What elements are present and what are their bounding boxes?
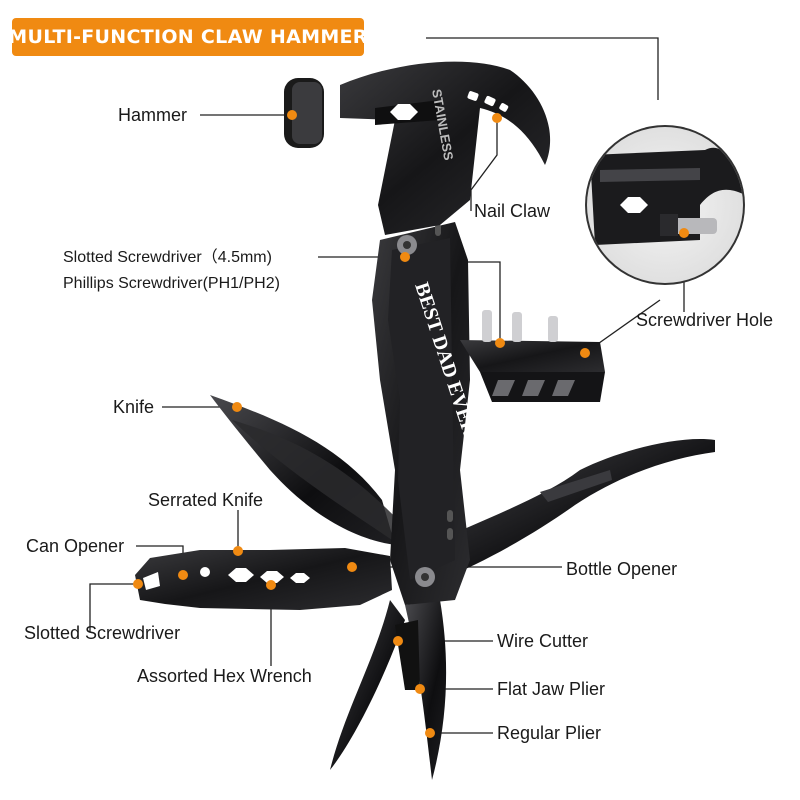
label-bottle-opener: Bottle Opener bbox=[566, 559, 678, 579]
label-serrated-knife: Serrated Knife bbox=[148, 490, 264, 510]
label-phillips-screwdriver: Phillips Screwdriver(PH1/PH2) bbox=[63, 275, 280, 292]
label-screwdriver-hole: Screwdriver Hole bbox=[636, 310, 774, 330]
label-slotted-screwdriver-bit: Slotted Screwdriver（4.5mm) bbox=[63, 249, 272, 266]
label-flat-jaw-plier: Flat Jaw Plier bbox=[497, 679, 606, 699]
callout-dots bbox=[133, 110, 689, 738]
zoom-inset bbox=[585, 125, 745, 285]
label-assorted-hex-wrench: Assorted Hex Wrench bbox=[137, 666, 312, 686]
label-nail-claw: Nail Claw bbox=[474, 201, 551, 221]
label-hammer: Hammer bbox=[118, 105, 188, 125]
plier-jaw-left bbox=[330, 600, 405, 770]
hex-hole bbox=[390, 104, 418, 120]
bit-holder bbox=[460, 310, 605, 402]
label-knife: Knife bbox=[113, 397, 155, 417]
page-title: MULTI-FUNCTION CLAW HAMMER bbox=[8, 26, 368, 48]
plier-handle-arm bbox=[430, 439, 715, 580]
handle-slots bbox=[435, 224, 453, 540]
label-wire-cutter: Wire Cutter bbox=[497, 631, 589, 651]
hammer-head bbox=[340, 61, 551, 235]
claw-slots bbox=[467, 91, 509, 112]
hex-cutouts bbox=[143, 567, 310, 590]
label-slotted-screwdriver: Slotted Screwdriver bbox=[24, 623, 181, 643]
title-badge: MULTI-FUNCTION CLAW HAMMER bbox=[8, 18, 367, 56]
label-regular-plier: Regular Plier bbox=[497, 723, 602, 743]
label-can-opener: Can Opener bbox=[26, 536, 125, 556]
